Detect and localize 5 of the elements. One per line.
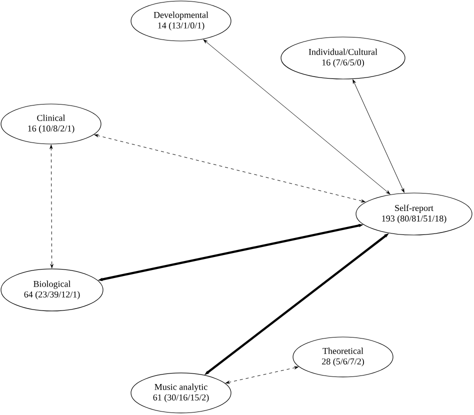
arrow: [50, 144, 54, 268]
arrow: [352, 79, 404, 193]
arrow: [94, 134, 366, 202]
arrow: [203, 39, 390, 194]
arrow: [226, 366, 298, 384]
